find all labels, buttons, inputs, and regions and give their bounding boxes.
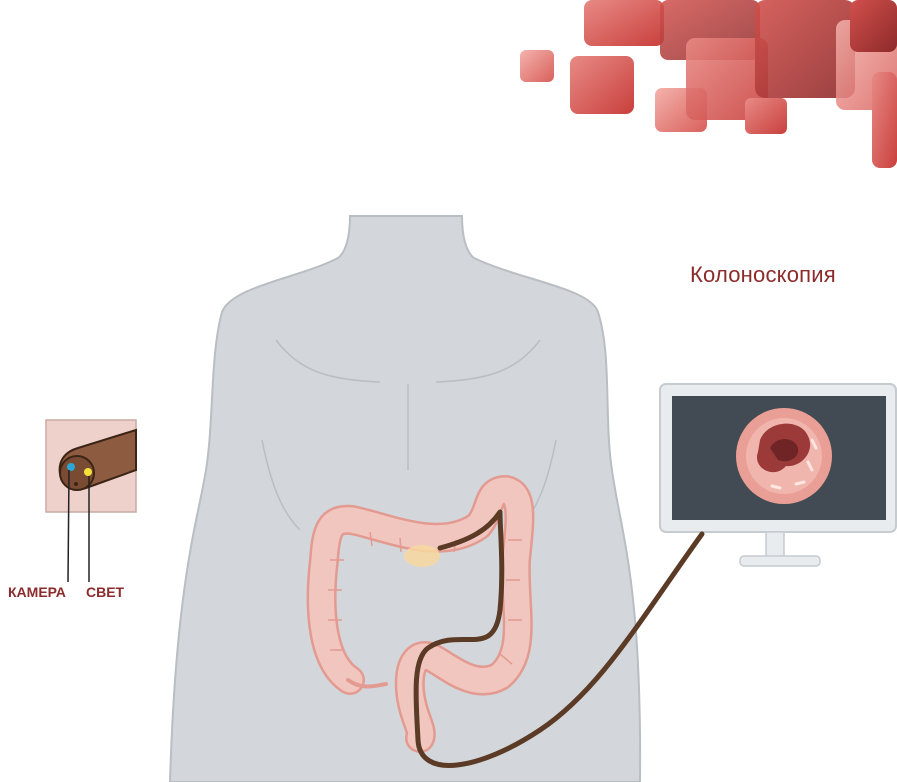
light-label: СВЕТ: [86, 584, 124, 600]
camera-icon: [67, 463, 75, 471]
diagram-title: Колоноскопия: [690, 262, 836, 288]
light-icon: [84, 468, 92, 476]
camera-label: КАМЕРА: [8, 584, 66, 600]
